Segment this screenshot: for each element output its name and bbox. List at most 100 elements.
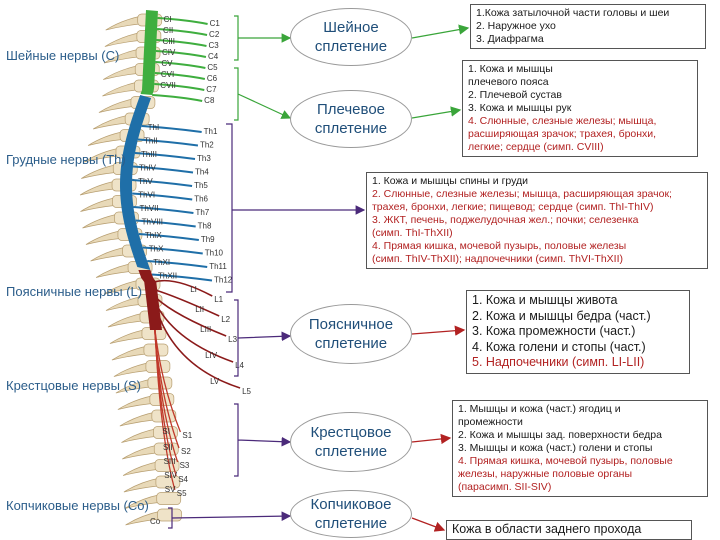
- spinal-cord: [120, 10, 162, 330]
- region-label-thoracic: Грудные нервы (Th): [6, 152, 126, 167]
- nerve-label-inner: ThVII: [139, 204, 158, 213]
- lumbar-nerve: [154, 279, 213, 297]
- nerve-label: S3: [180, 461, 190, 470]
- vertebra: [125, 510, 163, 526]
- vertebral-body: [157, 508, 182, 522]
- nerve-label: S1: [182, 431, 192, 440]
- cord-cervical: [140, 10, 158, 95]
- vertebra: [80, 197, 117, 212]
- plexus-brackets: [168, 15, 470, 532]
- nerve-label-inner: CI: [164, 15, 172, 24]
- nerve-label: C6: [207, 74, 218, 83]
- nerve-label-inner: SII: [163, 443, 173, 452]
- region-label-sacral: Крестцовые нервы (S): [6, 378, 141, 393]
- region-label-cervical: Шейные нервы (C): [6, 48, 120, 63]
- nerve-label-inner: SIV: [164, 471, 178, 480]
- nerve-label: C8: [204, 96, 215, 105]
- nerve-label: Th7: [195, 208, 209, 217]
- lumbar-nerve: [156, 305, 234, 363]
- vertebra: [109, 329, 147, 344]
- nerve-label-inner: CIV: [162, 48, 176, 57]
- nerve-label: Th9: [201, 235, 215, 244]
- nerve-root: [137, 138, 199, 147]
- vertebra: [122, 444, 159, 460]
- nerve-label-inner: LIII: [200, 325, 211, 334]
- nerve-label-inner: SI: [162, 427, 170, 436]
- vertebra: [90, 246, 128, 262]
- nerve-root: [156, 39, 207, 47]
- vertebra: [83, 147, 121, 163]
- vertebra: [105, 296, 143, 311]
- box-brachial: 1. Кожа и мышцы плечевого пояса 2. Плече…: [462, 60, 698, 157]
- vertebra: [107, 312, 145, 328]
- vertebra: [121, 428, 158, 443]
- nerve-label-inner: CII: [163, 26, 173, 35]
- nerve-root: [138, 233, 199, 241]
- nerve-label: L2: [221, 315, 230, 324]
- vertebra: [122, 461, 160, 476]
- bracket-brachial: [234, 67, 290, 120]
- arrow-cervical: [411, 24, 470, 39]
- nerve-label-inner: LIV: [205, 351, 218, 360]
- nerve-label: Th1: [204, 127, 218, 136]
- nerve-root: [152, 94, 203, 102]
- box-coccygeal: Кожа в области заднего прохода: [446, 520, 692, 540]
- vertebra: [81, 164, 118, 179]
- nerve-label-inner: ThIII: [141, 150, 157, 159]
- nerve-label: S4: [178, 475, 188, 484]
- bracket-sacral: [234, 403, 290, 477]
- vertebra: [79, 180, 117, 196]
- nerve-label: Th5: [194, 181, 208, 190]
- vertebra: [103, 279, 141, 295]
- nerve-root: [154, 72, 206, 80]
- plexus-cervical: Шейное сплетение: [290, 8, 412, 66]
- bracket-lumbar: [234, 299, 290, 377]
- nerve-labels: C1CIC2CIIC3CIIIC4CIVC5CVC6CVIC7CVIIC8Th1…: [138, 15, 251, 526]
- region-label-coccygeal: Копчиковые нервы (Co): [6, 498, 149, 513]
- nerve-label: C1: [210, 19, 221, 28]
- nerve-label: Co: [150, 517, 161, 526]
- nerve-label-inner: ThV: [138, 177, 153, 186]
- nerve-label-inner: ThXII: [158, 272, 177, 281]
- bracket-coccygeal: [168, 508, 290, 529]
- nerve-label: Th3: [197, 154, 211, 163]
- nerve-label-inner: CVI: [161, 70, 174, 79]
- nerve-label: Th2: [200, 141, 214, 150]
- vertebra: [82, 213, 119, 229]
- nerve-label: S2: [181, 447, 191, 456]
- nerve-label-inner: ThVI: [138, 191, 155, 200]
- nerve-label: Th8: [198, 222, 212, 231]
- nerve-label-inner: LII: [195, 305, 204, 314]
- nerve-label: C2: [209, 30, 220, 39]
- sacral-nerve: [154, 319, 176, 491]
- nerve-label: C7: [206, 85, 217, 94]
- nerve-label: S5: [177, 489, 187, 498]
- nerve-root: [133, 206, 194, 214]
- plexus-coccygeal: Копчиковое сплетение: [290, 490, 412, 538]
- nerve-label: C3: [209, 41, 220, 50]
- nerve-root: [134, 152, 196, 160]
- vertebra: [87, 131, 125, 146]
- bracket-cervical: [234, 15, 290, 61]
- plexus-lumbar: Поясничное сплетение: [290, 304, 412, 364]
- bracket-thoracic: [226, 123, 364, 293]
- box-thoracic: 1. Кожа и мышцы спины и груди 2. Слюнные…: [366, 172, 708, 269]
- nerve-label-inner: ThIV: [139, 164, 157, 173]
- nerve-label: Th11: [209, 262, 227, 271]
- vertebra: [124, 494, 162, 509]
- nerve-root: [156, 28, 208, 36]
- nerve-root: [141, 125, 202, 133]
- vertebra: [123, 477, 161, 493]
- vertebra: [98, 98, 136, 113]
- cord-lumbar: [138, 270, 162, 330]
- vertebra: [103, 65, 140, 80]
- vertebra: [92, 114, 130, 130]
- nerve-label-inner: SV: [165, 485, 176, 494]
- lumbar-nerve: [154, 289, 220, 317]
- nerve-root: [132, 165, 194, 174]
- vertebra: [85, 230, 123, 245]
- vertebra: [113, 362, 151, 377]
- nerve-label-inner: ThVIII: [142, 218, 163, 227]
- nerve-label-inner: ThIX: [145, 231, 163, 240]
